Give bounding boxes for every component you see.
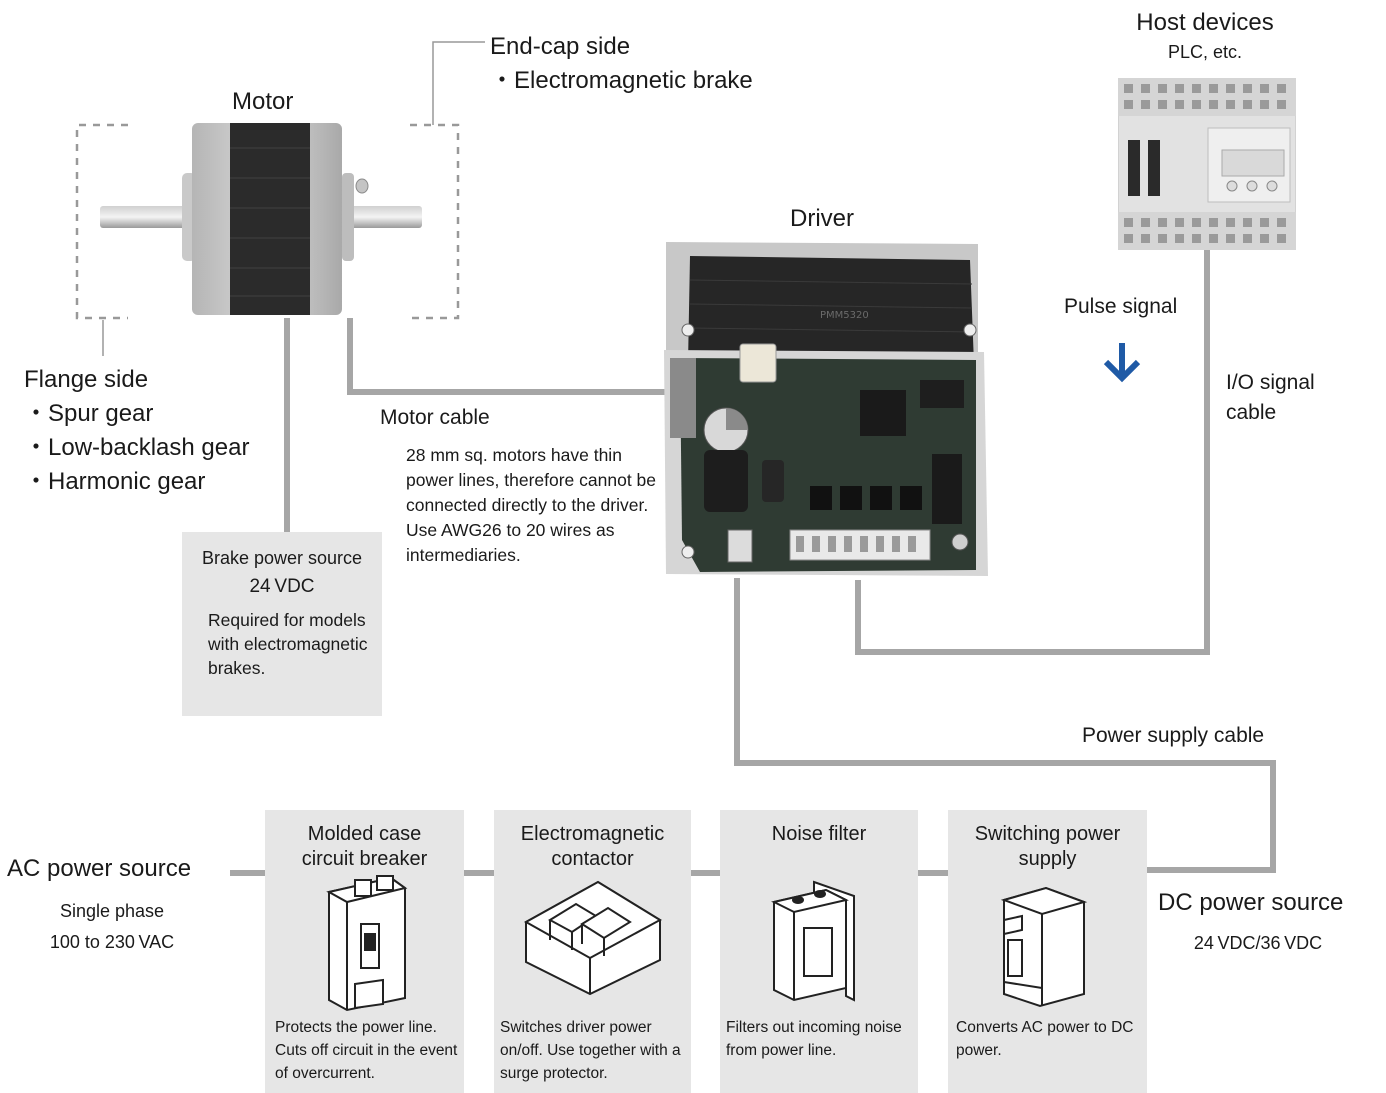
switching-power-supply-icon — [1000, 886, 1088, 1008]
pulse-signal-label: Pulse signal — [1064, 295, 1178, 318]
motor-cable-wire — [347, 318, 667, 395]
io-signal-wire — [855, 250, 1210, 655]
brake-power-source-box: Brake power source 24 VDC Required for m… — [182, 532, 382, 716]
dc-power-source-title: DC power source — [1158, 889, 1344, 916]
power-supply-wire — [734, 578, 1276, 873]
svg-text:PMM5320: PMM5320 — [820, 310, 869, 321]
plc-image — [1118, 78, 1296, 250]
endcap-dashed-bracket — [410, 123, 460, 320]
component-panel-noise-filter: Noise filter Filters out incoming noise … — [720, 810, 918, 1093]
endcap-side-title: End-cap side — [490, 33, 631, 60]
motor-cable-note: 28 mm sq. motors have thin power lines, … — [406, 445, 657, 565]
flange-dashed-bracket — [75, 123, 128, 320]
stepper-motor-image — [100, 123, 422, 315]
component-description: Protects the power line. Cuts off circui… — [275, 1019, 458, 1082]
component-description: Converts AC power to DC power. — [956, 1019, 1134, 1059]
flange-item: ・Spur gear — [24, 400, 154, 427]
brake-power-note: Required for models with electromagnetic… — [208, 610, 368, 678]
driver-title: Driver — [790, 205, 854, 232]
brake-power-title: Brake power source — [201, 548, 363, 568]
component-description: Filters out incoming noise from power li… — [726, 1019, 902, 1059]
component-title: Electromagnetic contactor — [520, 823, 665, 870]
down-arrow-icon — [1103, 343, 1141, 383]
flange-item: ・Low-backlash gear — [24, 434, 250, 461]
endcap-side-label: End-cap side ・Electromagnetic brake — [490, 30, 753, 98]
component-panel-switching-power-supply: Switching power supply Converts AC power… — [948, 810, 1147, 1093]
motor-cable-title: Motor cable — [380, 406, 490, 429]
flange-side-title: Flange side — [24, 366, 149, 393]
host-devices-subtitle: PLC, etc. — [1167, 42, 1243, 62]
flange-item: ・Harmonic gear — [24, 468, 206, 495]
component-title: Switching power supply — [974, 823, 1121, 870]
ac-power-source-details: Single phase 100 to 230 VAC — [49, 901, 175, 952]
contactor-icon — [523, 880, 662, 996]
power-supply-cable-label: Power supply cable — [1082, 724, 1265, 747]
brake-power-voltage: 24 VDC — [249, 576, 315, 597]
endcap-item: ・Electromagnetic brake — [490, 67, 753, 94]
flange-side-label: Flange side ・Spur gear ・Low-backlash gea… — [24, 363, 249, 499]
host-devices-title: Host devices — [1136, 9, 1274, 36]
noise-filter-icon — [771, 880, 855, 1002]
io-signal-cable-label: I/O signal cable — [1226, 371, 1315, 424]
circuit-breaker-icon — [326, 875, 408, 1012]
host-devices-label: Host devices PLC, etc. — [1110, 6, 1300, 65]
component-panel-contactor: Electromagnetic contactor Switches drive… — [494, 810, 691, 1093]
dc-power-source-voltage: 24 VDC/36 VDC — [1193, 933, 1323, 953]
component-title: Noise filter — [771, 823, 867, 845]
component-title: Molded case circuit breaker — [301, 823, 428, 870]
ac-power-source-title: AC power source — [7, 855, 192, 882]
component-description: Switches driver power on/off. Use togeth… — [500, 1019, 681, 1082]
endcap-leader-line — [432, 41, 485, 125]
component-panel-circuit-breaker: Molded case circuit breaker Protects the… — [265, 810, 464, 1093]
motor-title: Motor — [232, 88, 294, 115]
driver-board-image: PMM5320 — [664, 242, 988, 576]
